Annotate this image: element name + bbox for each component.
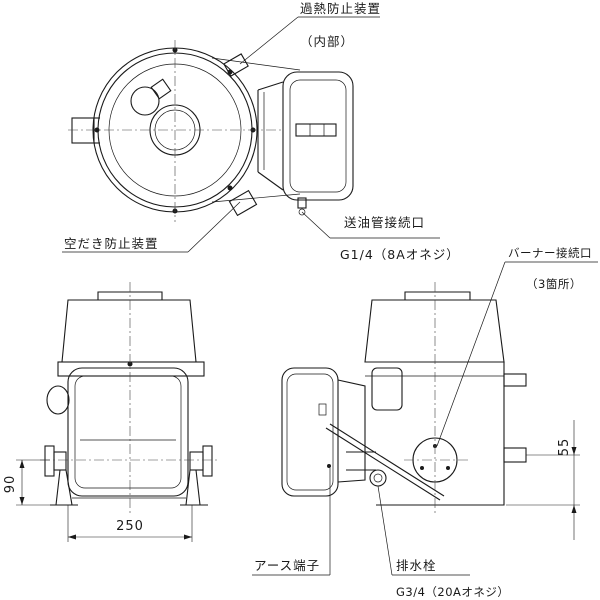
top-view xyxy=(68,40,354,222)
label-drain-thread: G3/4（20Aオネジ） xyxy=(396,585,509,599)
label-burner-count: （3箇所） xyxy=(526,277,582,291)
label-burner-connection: バーナー接続口 xyxy=(508,246,592,260)
label-dry-fire-device: 空だき防止装置 xyxy=(64,236,159,251)
dimension-lines-side xyxy=(506,420,580,540)
label-oil-pipe-connection: 送油管接続口 xyxy=(344,215,425,230)
dimension-lines-front xyxy=(16,459,193,542)
label-oil-pipe-thread: G1/4（8Aオネジ） xyxy=(340,247,460,262)
label-overheat-note: （内部） xyxy=(300,34,354,49)
side-view xyxy=(281,282,527,515)
label-overheat-device: 過熱防止装置 xyxy=(300,1,381,16)
leader-lines xyxy=(62,16,598,576)
dimension-55: 55 xyxy=(557,438,572,457)
dimension-250: 250 xyxy=(116,519,144,534)
dimension-90: 90 xyxy=(3,475,18,494)
front-view xyxy=(40,282,220,515)
label-earth-terminal: アース端子 xyxy=(254,558,320,573)
label-drain-plug: 排水栓 xyxy=(396,558,437,573)
